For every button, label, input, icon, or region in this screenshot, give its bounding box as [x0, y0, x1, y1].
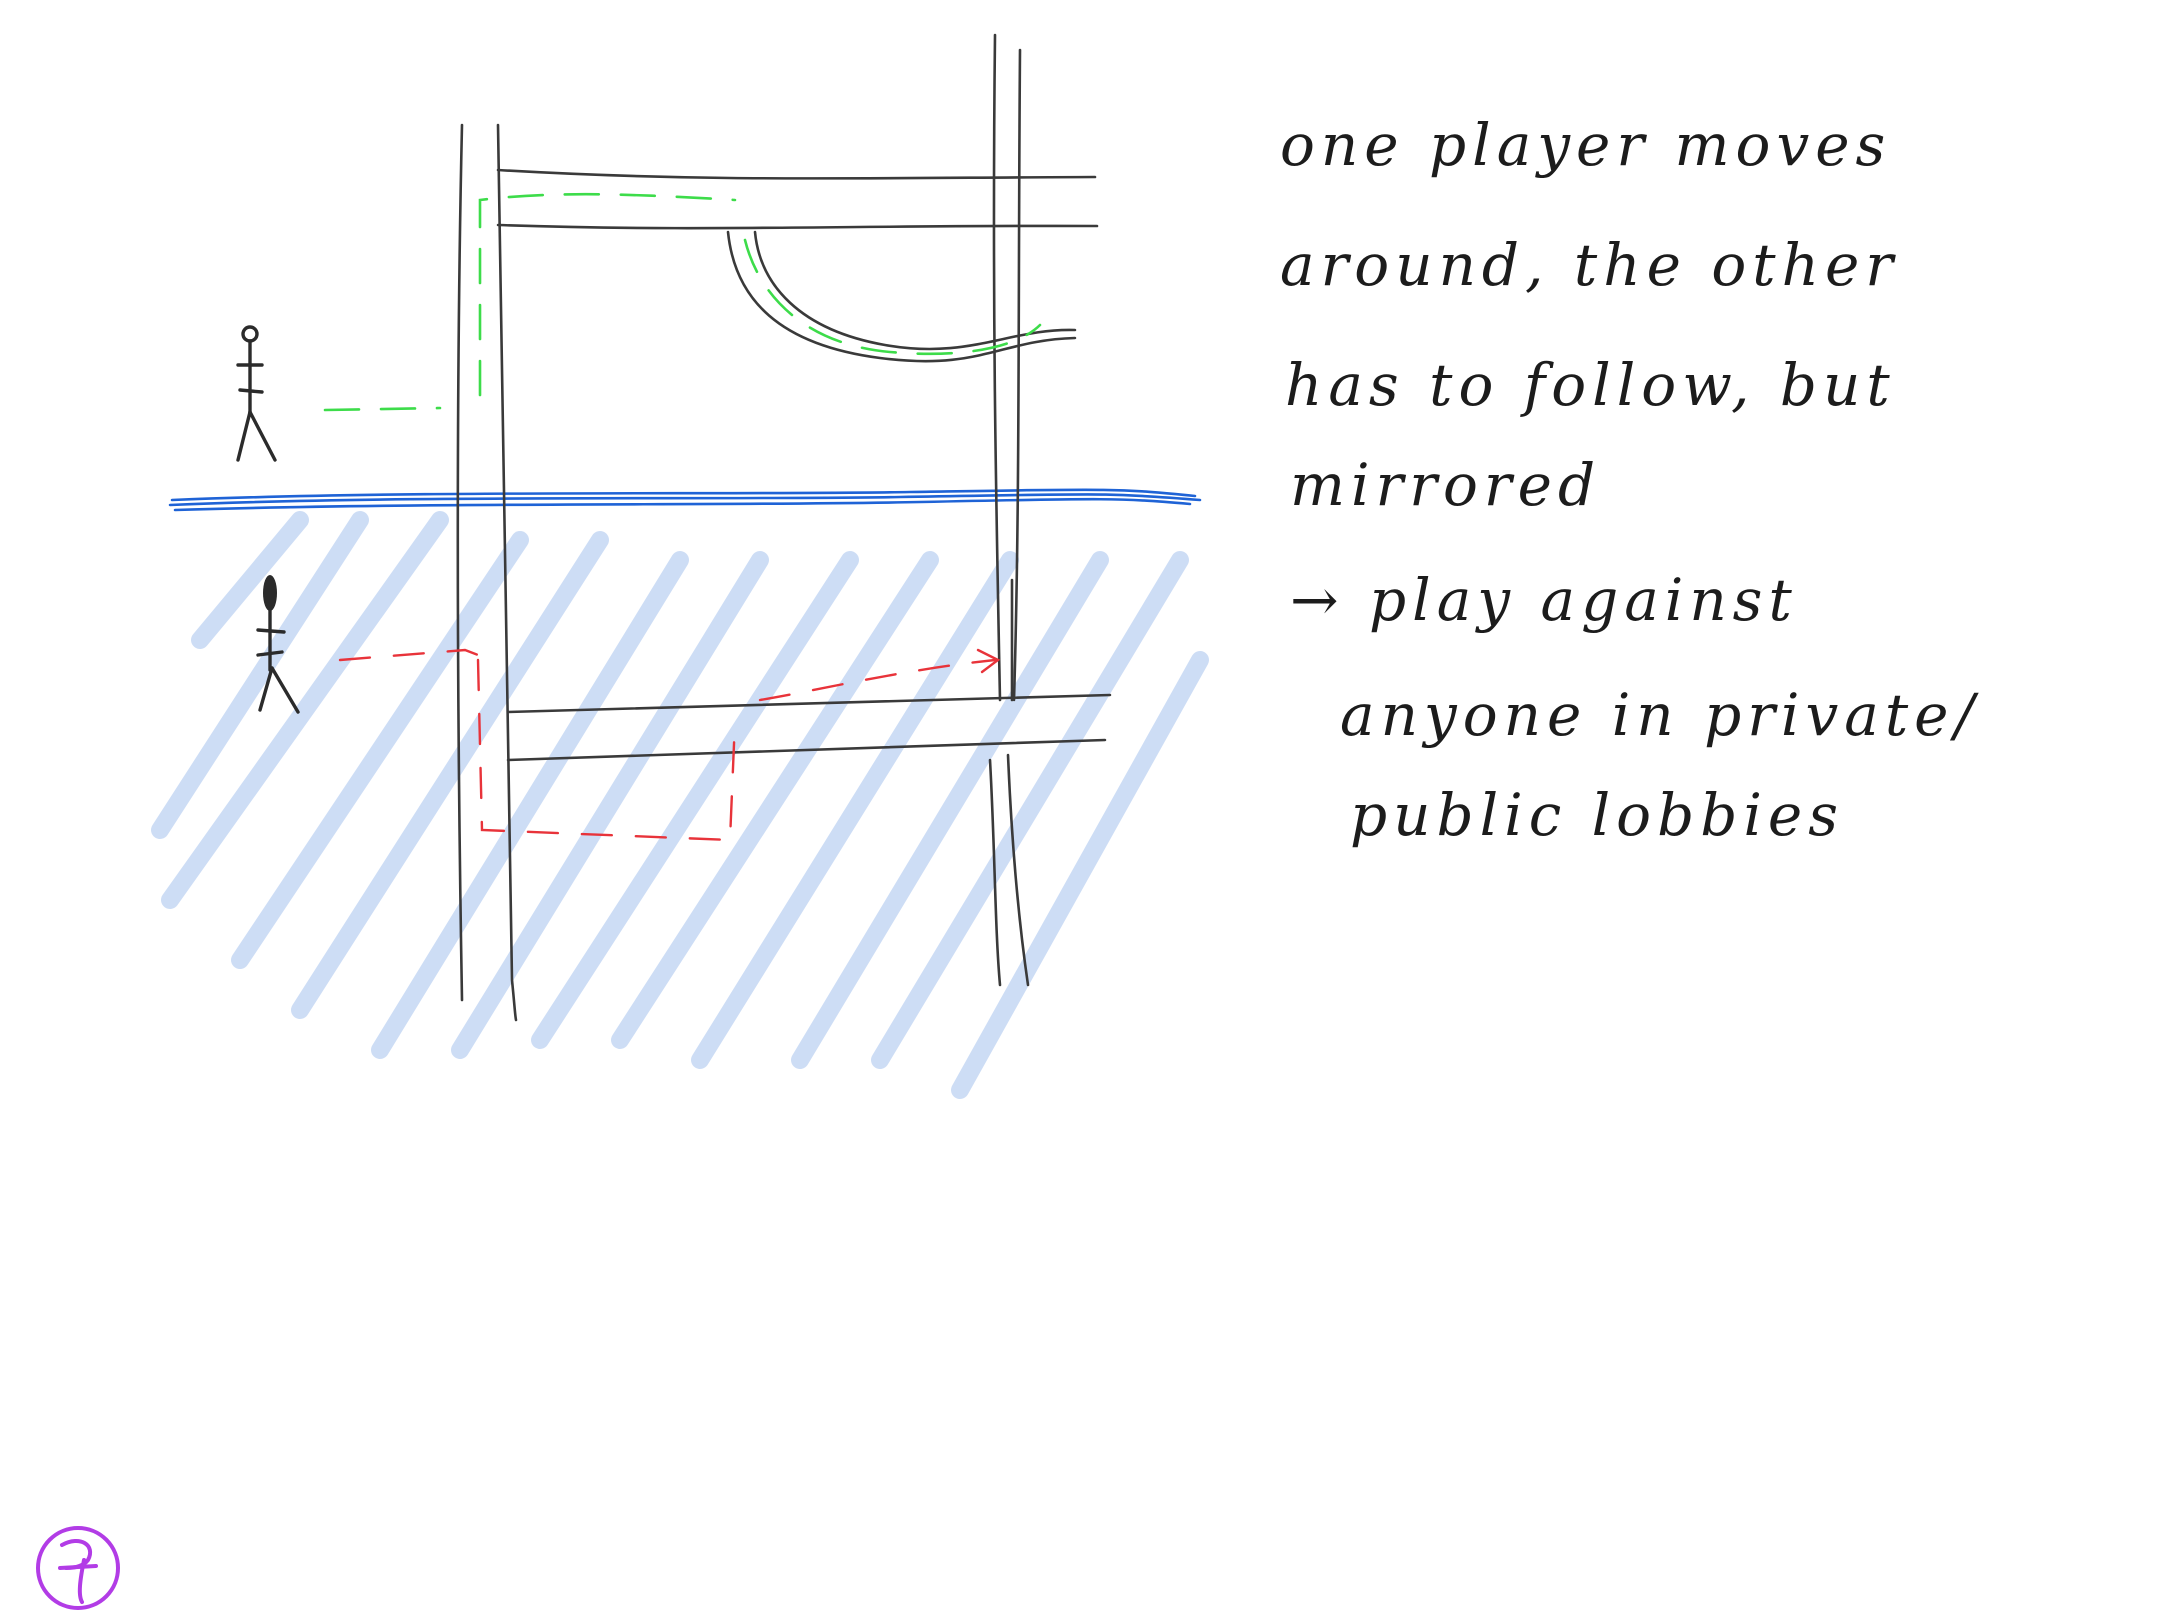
lower-path: [338, 648, 1001, 842]
note-line-6: anyone in private/: [1340, 681, 1980, 749]
water-hatching: [151, 511, 1209, 1099]
water-surface: [168, 488, 1202, 512]
circled-monogram-icon: [36, 1526, 120, 1610]
note-line-5: → play against: [1290, 566, 1798, 634]
note-line-1: one player moves: [1280, 111, 1891, 179]
note-line-7: public lobbies: [1350, 781, 1844, 849]
note-line-4: mirrored: [1290, 451, 1601, 519]
upper-path: [323, 192, 1042, 412]
stick-figure-icon: [236, 325, 277, 462]
handwritten-note: one player moves around, the other has t…: [1280, 111, 1980, 849]
note-line-3: has to follow, but: [1285, 351, 1896, 419]
stick-figure-icon: [256, 575, 300, 714]
structure: [456, 33, 1112, 1022]
note-line-2: around, the other: [1280, 231, 1899, 299]
